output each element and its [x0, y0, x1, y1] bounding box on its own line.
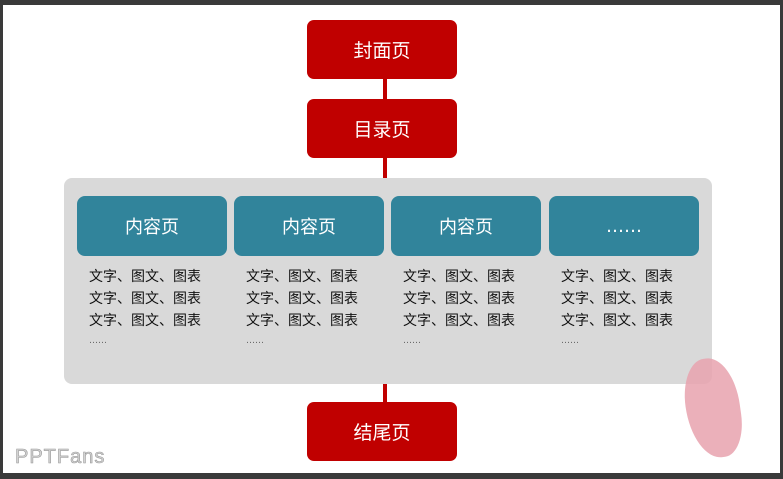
ending-page-node[interactable]: 结尾页 [307, 402, 457, 461]
toc-page-node[interactable]: 目录页 [307, 99, 457, 158]
card-text-line: 文字、图文、图表 [561, 269, 673, 285]
content-card[interactable]: …… [549, 196, 699, 256]
card-more: …… [246, 336, 264, 346]
content-card[interactable]: 内容页 [234, 196, 384, 256]
card-text-line: 文字、图文、图表 [89, 291, 201, 307]
card-text-line: 文字、图文、图表 [89, 313, 201, 329]
card-more: …… [89, 336, 107, 346]
card-text-line: 文字、图文、图表 [561, 313, 673, 329]
card-text-line: 文字、图文、图表 [246, 291, 358, 307]
card-text-line: 文字、图文、图表 [246, 269, 358, 285]
card-text: 文字、图文、图表文字、图文、图表文字、图文、图表 …… [561, 266, 673, 348]
content-card[interactable]: 内容页 [77, 196, 227, 256]
cover-page-node[interactable]: 封面页 [307, 20, 457, 79]
content-card[interactable]: 内容页 [391, 196, 541, 256]
card-text-line: 文字、图文、图表 [403, 269, 515, 285]
card-more: …… [561, 336, 579, 346]
card-text-line: 文字、图文、图表 [89, 269, 201, 285]
card-text-line: 文字、图文、图表 [403, 291, 515, 307]
watermark-logo: PPTFans [15, 446, 106, 469]
card-text: 文字、图文、图表文字、图文、图表文字、图文、图表 …… [246, 266, 358, 348]
connector-line [383, 158, 387, 180]
card-text-line: 文字、图文、图表 [403, 313, 515, 329]
card-more: …… [403, 336, 421, 346]
card-text: 文字、图文、图表文字、图文、图表文字、图文、图表 …… [89, 266, 201, 348]
connector-line [383, 78, 387, 100]
connector-line [383, 382, 387, 404]
card-text: 文字、图文、图表文字、图文、图表文字、图文、图表 …… [403, 266, 515, 348]
card-text-line: 文字、图文、图表 [561, 291, 673, 307]
card-text-line: 文字、图文、图表 [246, 313, 358, 329]
